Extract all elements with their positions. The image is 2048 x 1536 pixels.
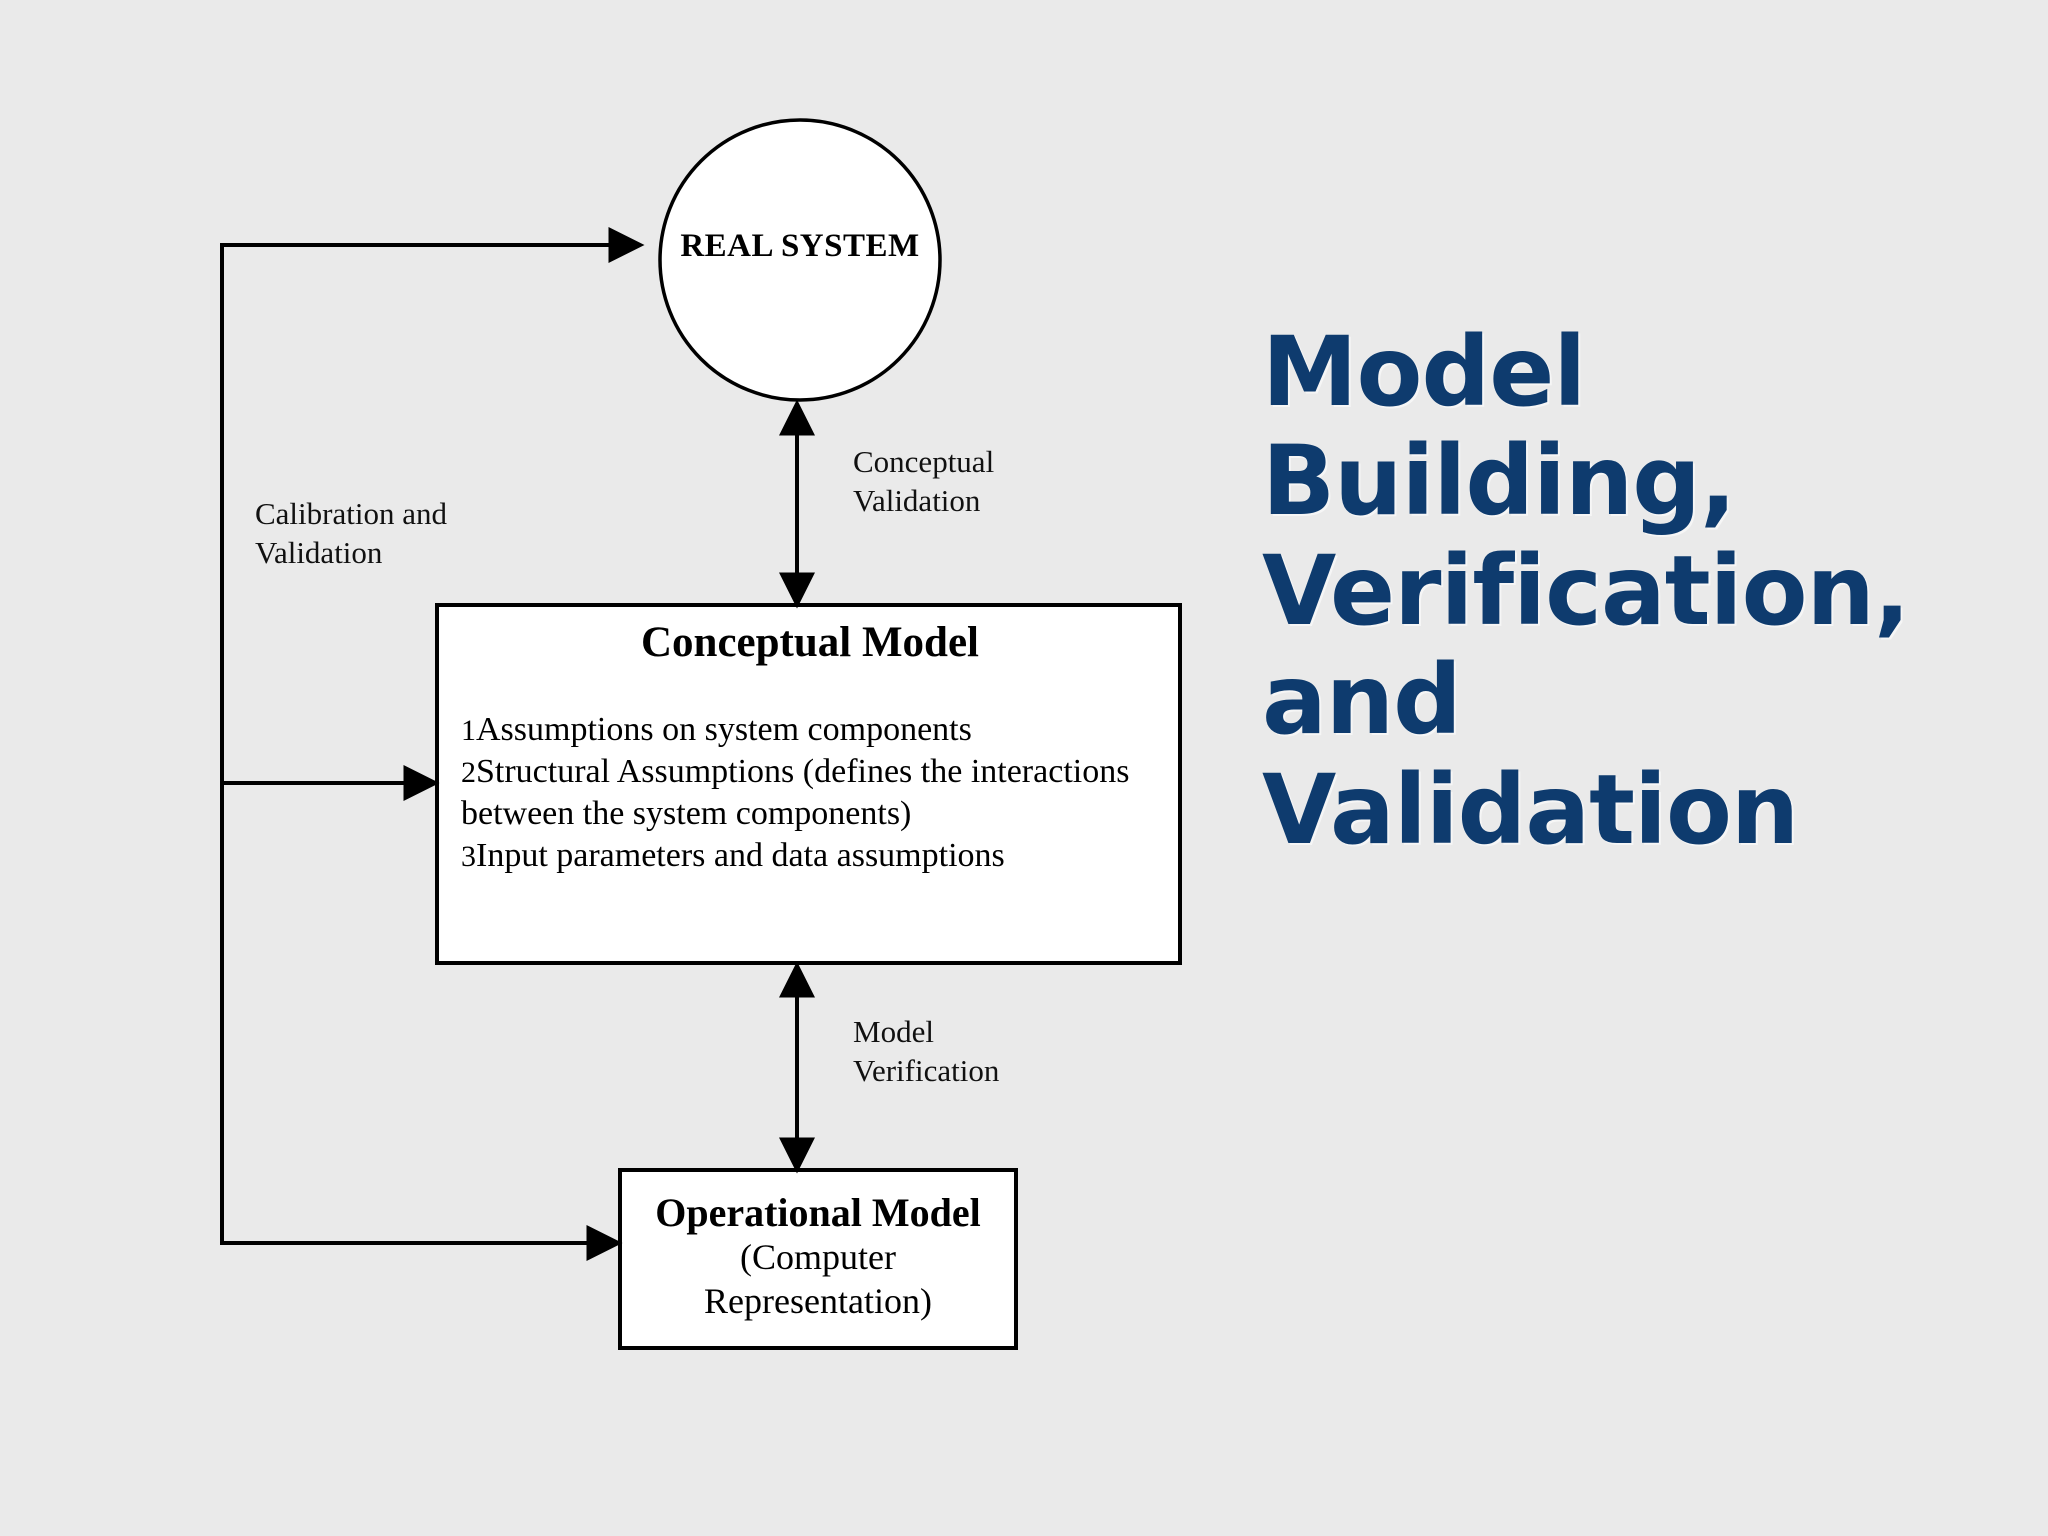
conceptual-model-item-3-text: Input parameters and data assumptions — [476, 837, 1005, 875]
real-system-label: REAL SYSTEM — [680, 228, 920, 264]
edge-label-conceptual-validation: Conceptual Validation — [853, 444, 995, 518]
slide-title-line-3: Verification, — [1262, 534, 1910, 647]
conceptual-model-item-1-number: 1 — [461, 714, 476, 747]
slide-title-line-4: and — [1262, 644, 1462, 757]
calibration-return-path — [220, 227, 645, 1245]
operational-model-title: Operational Model — [655, 1190, 981, 1235]
conceptual-model-item-2: 2Structural Assumptions (defines the int… — [445, 751, 1175, 835]
conceptual-model-title: Conceptual Model — [640, 619, 980, 666]
slide-title-line-5: Validation — [1262, 753, 1799, 866]
conceptual-model-item-2-number: 2 — [461, 756, 476, 790]
edge-label-calibration-and-validation: Calibration and Validation — [255, 496, 447, 570]
conceptual-model-item-3: 3Input parameters and data assumptions — [445, 835, 1175, 877]
operational-model-subtitle-line2: Representation) — [704, 1280, 932, 1321]
conceptual-model-item-3-number: 3 — [461, 840, 476, 874]
conceptual-model-item-1: 1Assumptions on system components — [445, 709, 1175, 751]
edge-label-model-verification: Model Verification — [853, 1014, 1000, 1088]
operational-model-box — [618, 1168, 1018, 1350]
slide-title: Model Building, Verification, and Valida… — [1262, 316, 2002, 866]
conceptual-model-box — [435, 603, 1182, 965]
operational-model-content: Operational Model (Computer Representati… — [628, 1190, 1008, 1323]
slide-title-line-2: Building, — [1262, 425, 1736, 538]
slide-title-line-1: Model — [1262, 316, 1586, 428]
conceptual-model-content: Conceptual Model 1Assumptions on system … — [445, 618, 1175, 878]
operational-model-subtitle-line1: (Computer — [740, 1237, 896, 1278]
conceptual-model-item-2-text: Structural Assumptions (defines the inte… — [461, 753, 1130, 833]
conceptual-model-item-1-text: Assumptions on system components — [476, 711, 972, 748]
